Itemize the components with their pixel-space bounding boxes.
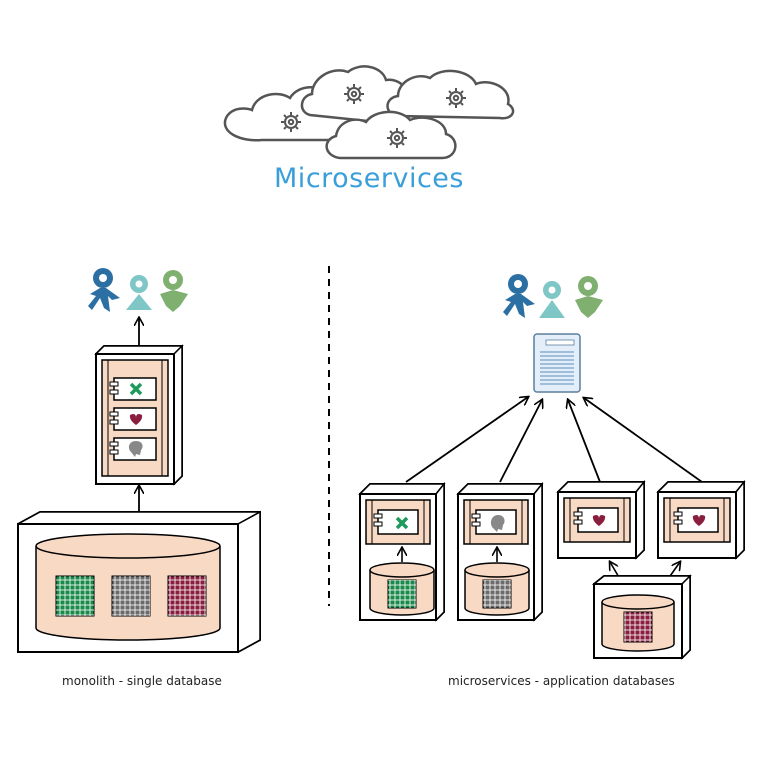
- data-grid-maroon: [167, 575, 207, 617]
- module-components-left: [109, 377, 157, 461]
- service-4: [656, 479, 746, 560]
- heart-icon: [129, 414, 143, 425]
- module-x: [109, 377, 157, 401]
- service-3: [556, 479, 646, 560]
- person-icon: [160, 270, 188, 312]
- service-2: [456, 481, 544, 622]
- heart-icon: [692, 515, 706, 526]
- arrows-services-to-api: [405, 397, 703, 483]
- gears-group: [281, 84, 466, 148]
- head-icon: [128, 441, 143, 457]
- person-icon: [88, 268, 120, 312]
- module-heart: [109, 407, 157, 431]
- x-mark-icon: [395, 516, 409, 530]
- data-grid-gray: [111, 575, 151, 617]
- arrow-service1-to-api: [405, 397, 528, 483]
- person-icon: [575, 276, 603, 318]
- arrow-service2-to-api: [499, 400, 542, 483]
- arrow-service4-to-api: [584, 398, 703, 483]
- users-group-left: [88, 268, 188, 312]
- service-1: [358, 481, 446, 622]
- caption-microservices: microservices - application databases: [448, 674, 675, 688]
- gear-icon: [344, 84, 364, 104]
- users-group-right: [503, 274, 603, 318]
- clouds-group: [223, 65, 515, 160]
- arrow-service3-to-api: [568, 400, 601, 483]
- gear-icon: [281, 112, 301, 132]
- gear-icon: [446, 88, 466, 108]
- person-icon: [503, 274, 535, 318]
- document-icon: [533, 333, 581, 393]
- data-grid-green: [55, 575, 95, 617]
- person-icon: [539, 281, 565, 318]
- page-title: Microservices: [274, 163, 464, 194]
- x-mark-icon: [129, 382, 143, 396]
- database-container-shared: [591, 574, 692, 660]
- module-head: [109, 437, 157, 461]
- person-icon: [126, 275, 152, 310]
- heart-icon: [592, 515, 606, 526]
- head-icon: [490, 515, 505, 532]
- gear-icon: [387, 128, 407, 148]
- caption-monolith: monolith - single database: [62, 674, 222, 688]
